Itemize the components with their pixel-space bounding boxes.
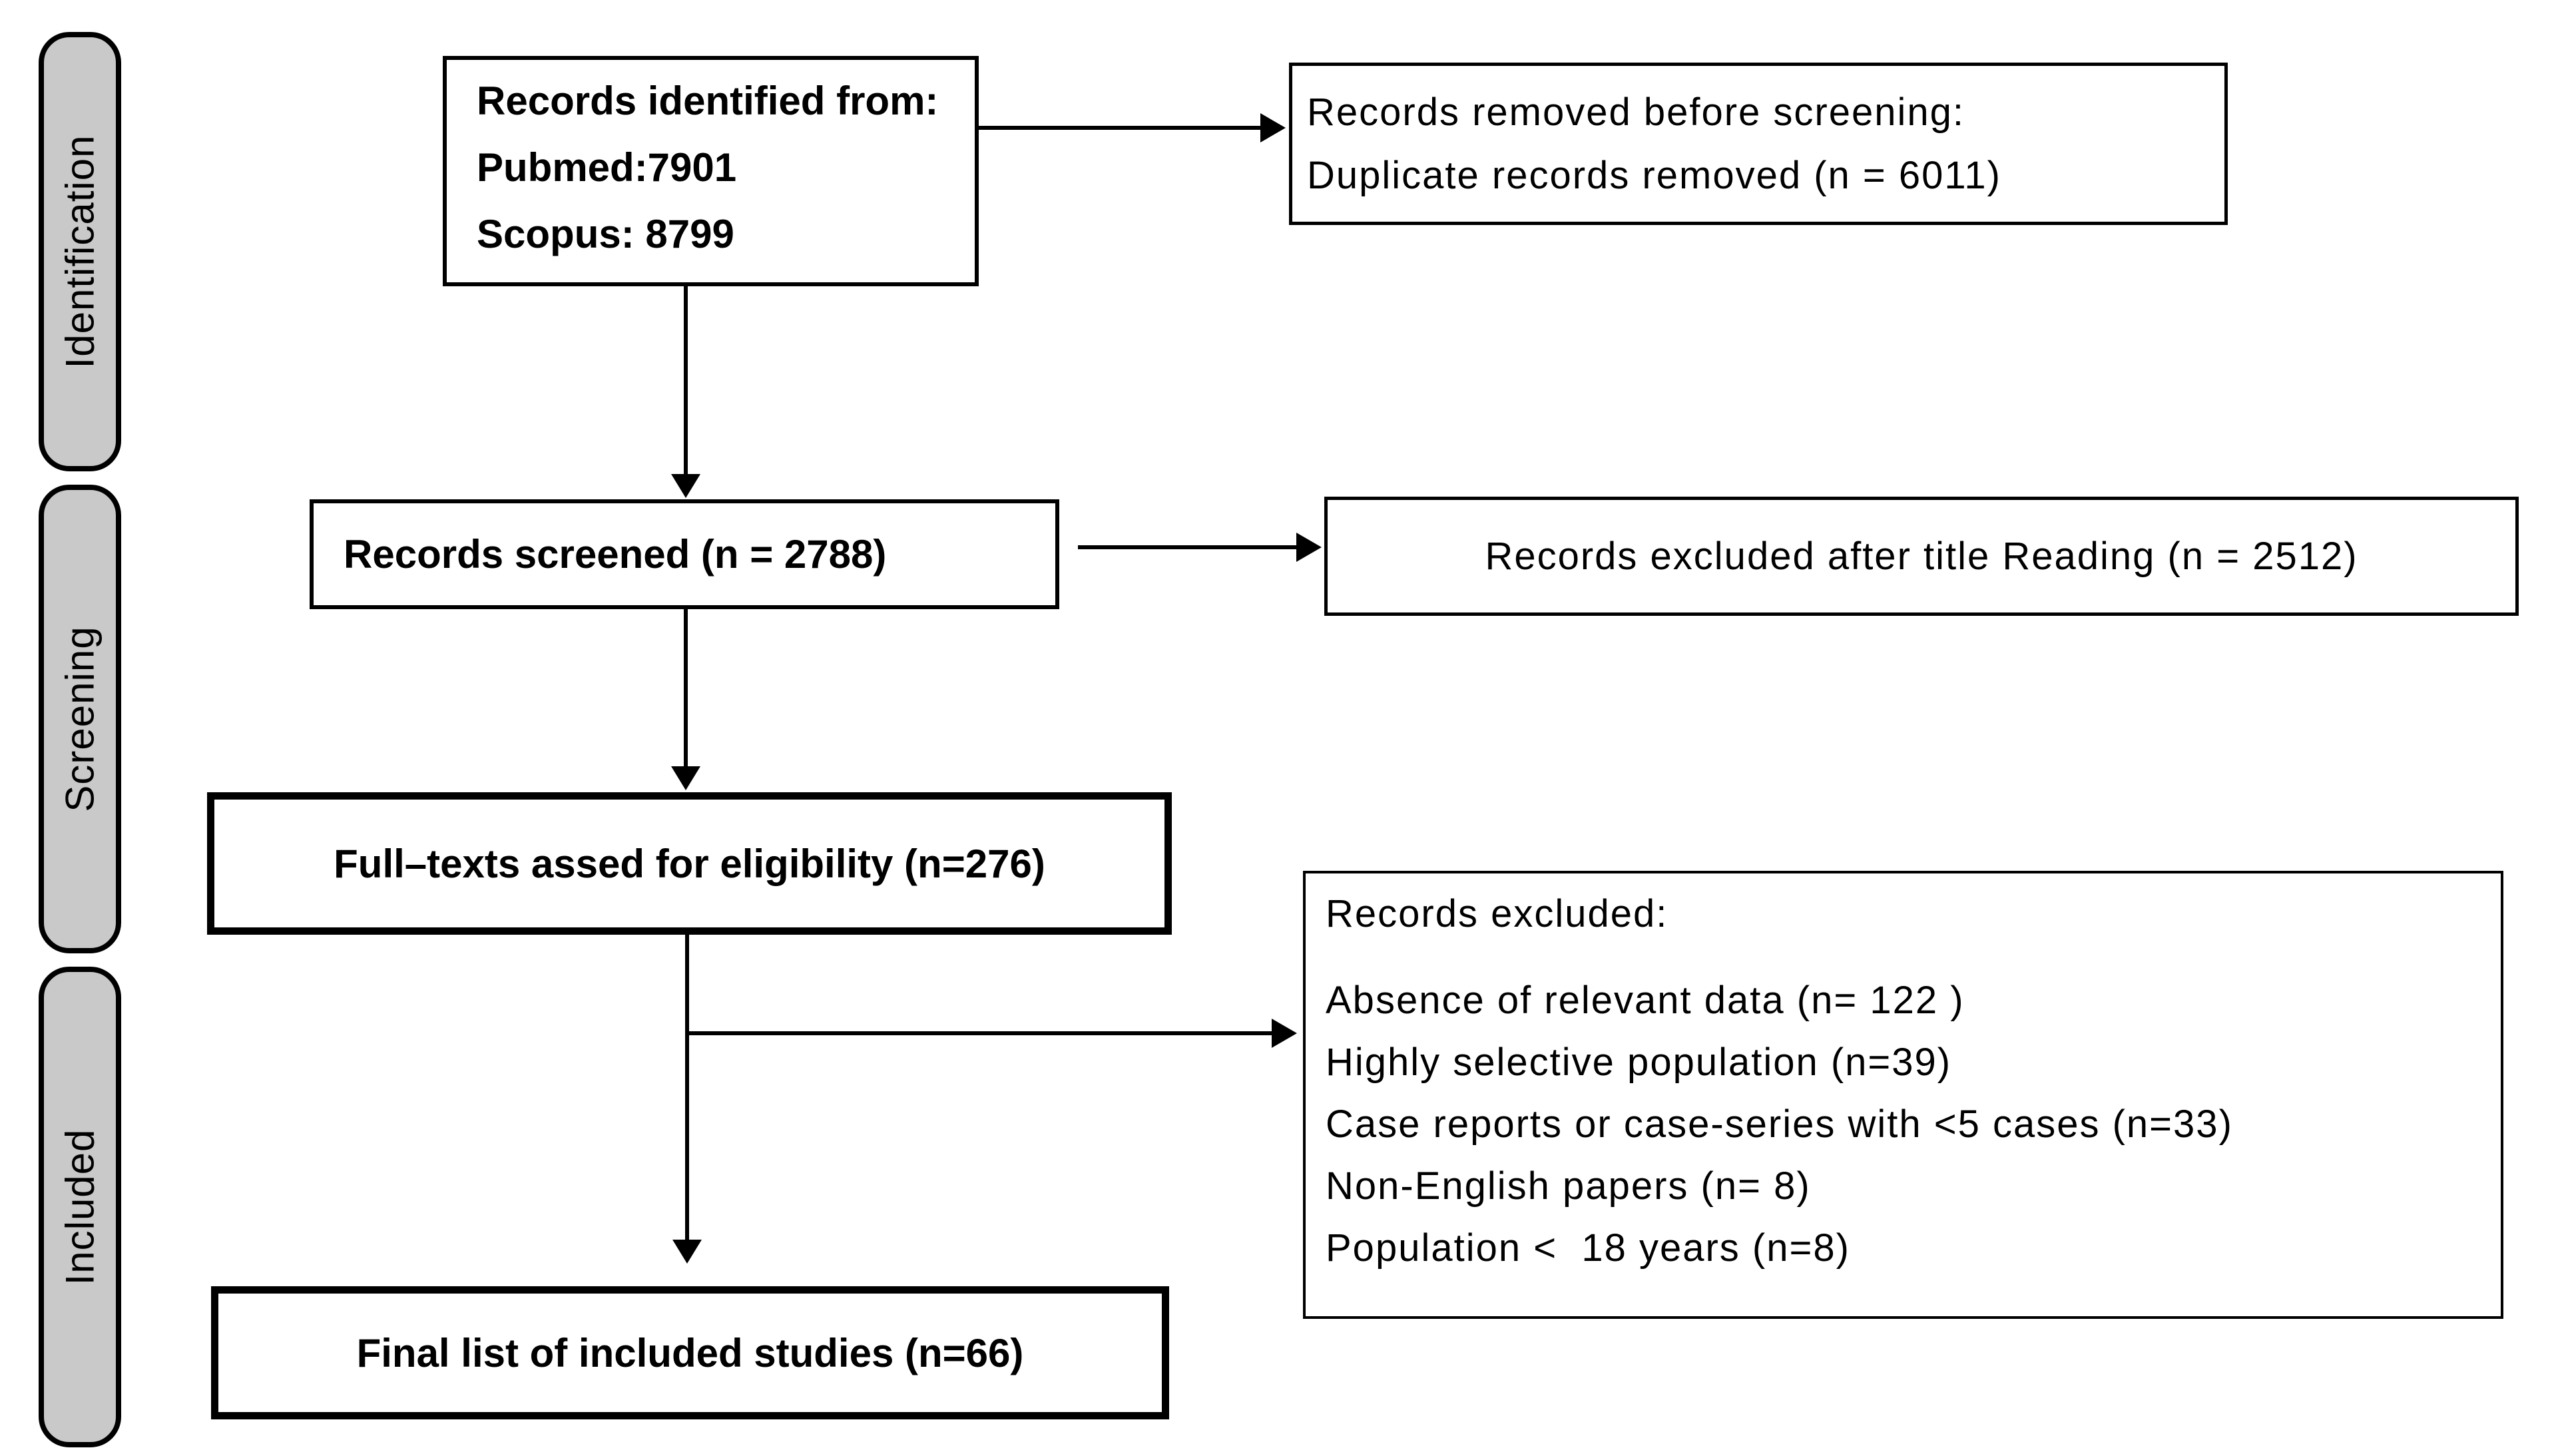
arrow-fulltext-to-final-line: [685, 935, 689, 1241]
stage-screening: Screening: [39, 485, 121, 953]
records-removed-heading: Records removed before screening:: [1307, 91, 1965, 134]
records-excluded-after-title-text: Records excluded after title Reading (n …: [1485, 535, 2358, 578]
arrow-screened-to-fulltext-line: [684, 609, 688, 768]
excluded-reason-non-english: Non-English papers (n= 8): [1326, 1164, 1811, 1208]
box-records-identified: Records identified from: Pubmed:7901 Sco…: [443, 56, 979, 286]
box-records-removed-before-screening: Records removed before screening: Duplic…: [1289, 63, 2228, 225]
excluded-reason-selective-population: Highly selective population (n=39): [1326, 1041, 1952, 1084]
excluded-reason-population-age: Population < 18 years (n=8): [1326, 1226, 1850, 1270]
records-identified-pubmed: Pubmed:7901: [477, 145, 737, 190]
box-final-included-studies: Final list of included studies (n=66): [211, 1286, 1169, 1419]
records-removed-duplicates: Duplicate records removed (n = 6011): [1307, 154, 2001, 197]
stage-included: Included: [39, 967, 121, 1447]
excluded-reason-case-reports: Case reports or case-series with <5 case…: [1326, 1102, 2233, 1146]
excluded-reason-absence-of-data: Absence of relevant data (n= 122 ): [1326, 979, 1965, 1022]
box-records-excluded-reasons: Records excluded: Absence of relevant da…: [1303, 871, 2503, 1319]
arrow-identified-to-removed-head-icon: [1260, 113, 1286, 142]
box-records-excluded-after-title: Records excluded after title Reading (n …: [1324, 497, 2519, 616]
arrow-screened-to-excluded-head-icon: [1296, 533, 1322, 562]
box-records-screened: Records screened (n = 2788): [310, 499, 1059, 609]
arrow-fulltext-to-reasons-head-icon: [1272, 1019, 1297, 1048]
arrow-fulltext-to-final-head-icon: [672, 1240, 702, 1264]
excluded-reasons-spacer: [1326, 945, 2501, 969]
arrow-identified-to-screened-head-icon: [671, 474, 700, 498]
excluded-reasons-title: Records excluded:: [1326, 892, 1668, 935]
arrow-identified-to-screened-line: [684, 286, 688, 475]
records-screened-text: Records screened (n = 2788): [344, 532, 887, 577]
stage-identification: Identification: [39, 32, 121, 471]
arrow-identified-to-removed-line: [975, 126, 1262, 130]
stage-screening-label: Screening: [57, 626, 103, 812]
arrow-screened-to-excluded-line: [1078, 545, 1298, 549]
stage-included-label: Included: [57, 1128, 103, 1286]
arrow-fulltext-to-reasons-line: [685, 1031, 1273, 1035]
records-identified-heading: Records identified from:: [477, 79, 939, 123]
stage-identification-label: Identification: [57, 134, 103, 369]
records-identified-scopus: Scopus: 8799: [477, 212, 734, 256]
box-fulltext-assessed: Full–texts assed for eligibility (n=276): [207, 792, 1172, 935]
final-included-text: Final list of included studies (n=66): [356, 1330, 1024, 1375]
arrow-screened-to-fulltext-head-icon: [671, 766, 700, 790]
fulltext-assessed-text: Full–texts assed for eligibility (n=276): [334, 841, 1045, 886]
